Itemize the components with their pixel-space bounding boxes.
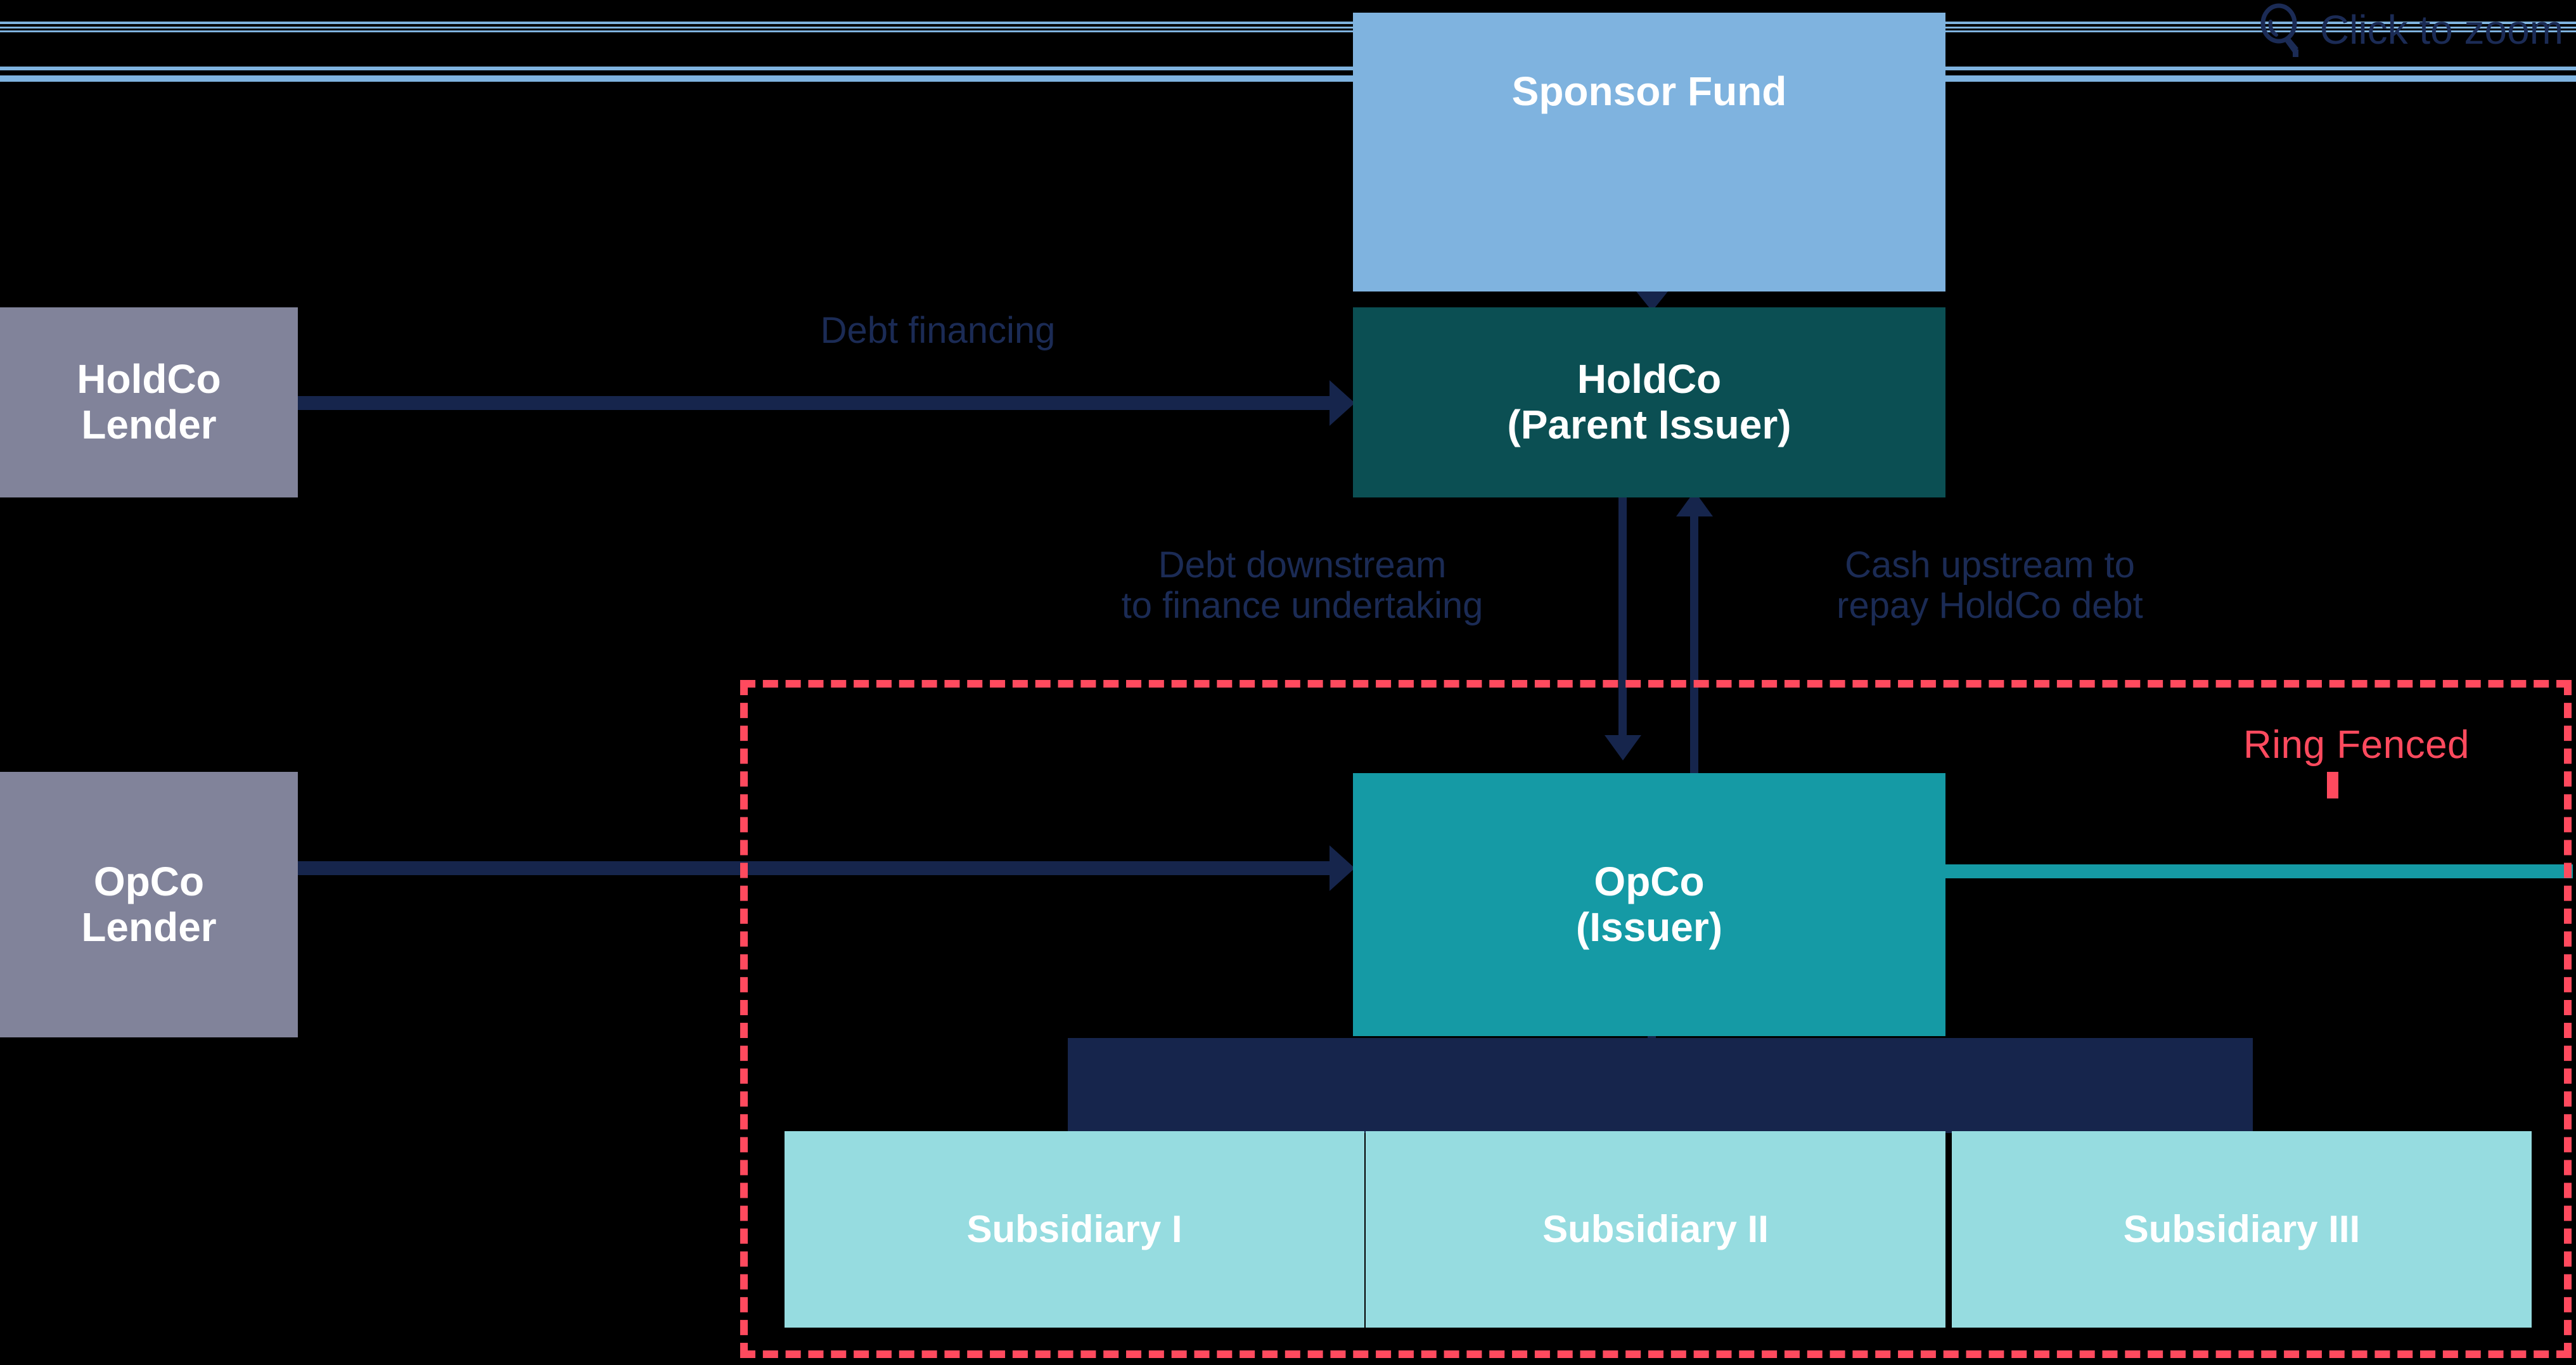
subsidiary-bus-bar (1068, 1038, 2253, 1133)
arrowhead-debt-downstream (1605, 735, 1641, 760)
arrow-opco-lender-to-opco (298, 861, 1331, 875)
label-debt-financing: Debt financing (820, 310, 1056, 351)
node-subsidiary-2[interactable]: Subsidiary II (1366, 1131, 1945, 1328)
label-debt-downstream-line2: to finance undertaking (1121, 584, 1483, 626)
magnifier-icon (2259, 3, 2306, 57)
node-opco-lender[interactable]: OpCo Lender (0, 772, 298, 1037)
ring-fence-tick-mark (2327, 772, 2338, 798)
node-holdco-parent-issuer-line1: HoldCo (1577, 356, 1722, 402)
node-sponsor-fund[interactable]: Sponsor Fund (1353, 13, 1945, 292)
top-rule-5 (0, 75, 2576, 82)
node-opco-issuer-line2: (Issuer) (1575, 904, 1723, 950)
label-debt-downstream-line1: Debt downstream (1158, 544, 1447, 586)
top-rule-3 (0, 30, 2576, 32)
node-subsidiary-1-label: Subsidiary I (966, 1208, 1182, 1251)
node-holdco-parent-issuer[interactable]: HoldCo (Parent Issuer) (1353, 307, 1945, 497)
arrowhead-opco-lender-to-opco (1330, 845, 1355, 891)
label-cash-upstream-line2: repay HoldCo debt (1836, 584, 2143, 626)
arrow-debt-downstream (1618, 494, 1627, 748)
arrow-cash-upstream (1690, 507, 1698, 779)
label-cash-upstream-line1: Cash upstream to (1845, 544, 2135, 586)
top-rule-1 (0, 22, 2576, 24)
node-holdco-parent-issuer-line2: (Parent Issuer) (1507, 402, 1791, 447)
node-subsidiary-3-label: Subsidiary III (2123, 1208, 2361, 1251)
label-cash-upstream: Cash upstream to repay HoldCo debt (1768, 545, 2212, 626)
click-to-zoom-control[interactable]: Click to zoom (2259, 3, 2563, 57)
click-to-zoom-label: Click to zoom (2319, 7, 2563, 53)
arrow-holdco-lender-to-holdco (298, 396, 1331, 410)
node-sponsor-fund-label: Sponsor Fund (1511, 68, 1787, 115)
node-subsidiary-1[interactable]: Subsidiary I (785, 1131, 1364, 1328)
node-holdco-lender-line1: HoldCo (77, 356, 221, 402)
node-holdco-lender[interactable]: HoldCo Lender (0, 307, 298, 497)
node-opco-lender-line2: Lender (81, 904, 217, 950)
opco-ringfence-connector-line (1945, 864, 2573, 878)
label-debt-downstream: Debt downstream to finance undertaking (1039, 545, 1565, 626)
node-opco-issuer[interactable]: OpCo (Issuer) (1353, 773, 1945, 1036)
node-holdco-lender-line2: Lender (81, 402, 217, 447)
node-opco-issuer-line1: OpCo (1594, 858, 1705, 904)
node-subsidiary-3[interactable]: Subsidiary III (1952, 1131, 2532, 1328)
arrowhead-holdco-lender-to-holdco (1330, 380, 1355, 426)
node-subsidiary-2-label: Subsidiary II (1542, 1208, 1769, 1251)
top-rule-4 (0, 67, 2576, 70)
ring-fence-label: Ring Fenced (2243, 723, 2470, 767)
node-opco-lender-line1: OpCo (93, 858, 205, 904)
top-rule-2 (0, 27, 2576, 29)
